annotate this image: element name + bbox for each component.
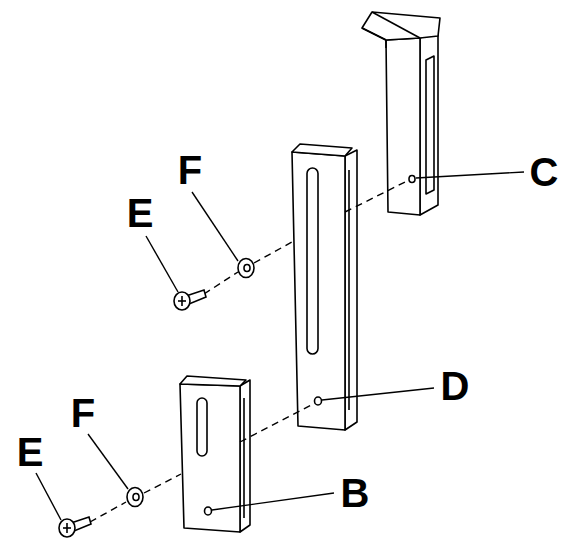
assembly-axis bbox=[90, 180, 409, 522]
lower-slotted-plate bbox=[180, 376, 250, 532]
callout-letter: C bbox=[530, 152, 559, 192]
callout-letter: D bbox=[441, 366, 470, 406]
callout-letter: E bbox=[17, 432, 44, 472]
callout-letter: F bbox=[178, 150, 202, 190]
middle-slotted-plate bbox=[292, 144, 357, 430]
leader-line bbox=[36, 172, 524, 520]
callout-letter: B bbox=[341, 473, 370, 513]
washer bbox=[127, 259, 254, 507]
callout-letter: E bbox=[127, 193, 154, 233]
screw bbox=[59, 290, 206, 537]
callout-letter: F bbox=[71, 393, 95, 433]
